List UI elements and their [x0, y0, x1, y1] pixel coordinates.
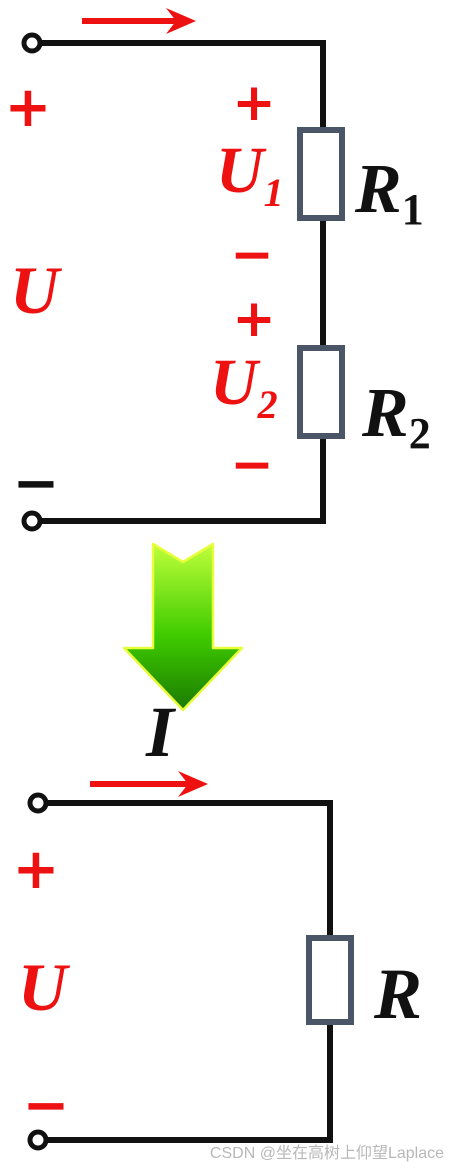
top-circuit: + − U + − U1 + − U2 R1 R2 — [5, 8, 431, 532]
resistor-r2 — [297, 345, 345, 439]
bottom-wire-top — [34, 436, 326, 524]
top-total-plus: + — [5, 75, 52, 140]
label-r1: R1 — [354, 151, 424, 234]
terminal-top-plus — [21, 32, 43, 54]
top-wire — [34, 40, 326, 130]
terminal-top-minus — [21, 510, 43, 532]
top-voltage-U: U — [10, 252, 63, 328]
resistor-r1 — [297, 127, 345, 221]
u2-minus: − — [230, 435, 274, 495]
label-r: R — [373, 954, 422, 1034]
current-arrow-top — [82, 8, 196, 34]
u1-minus: − — [230, 225, 274, 285]
u1-plus: + — [232, 73, 276, 133]
bottom-plus: + — [13, 837, 60, 902]
equivalence-arrow — [122, 542, 244, 712]
bottom-minus: − — [23, 1073, 70, 1138]
resistor-r — [306, 935, 354, 1025]
watermark: CSDN @坐在高树上仰望Laplace — [210, 1144, 444, 1162]
bottom-bottom-wire — [40, 1022, 333, 1143]
bottom-voltage-U: U — [18, 949, 71, 1025]
terminal-bottom-plus — [27, 792, 49, 814]
bottom-top-wire — [40, 800, 333, 938]
bottom-circuit: + U − R — [13, 771, 422, 1151]
label-r2: R2 — [361, 375, 431, 458]
terminal-bottom-minus — [27, 1129, 49, 1151]
label-u2: U2 — [210, 346, 278, 427]
top-total-minus: − — [13, 451, 60, 516]
u2-plus: + — [232, 289, 276, 349]
current-label-I: I — [145, 692, 177, 772]
label-u1: U1 — [216, 134, 284, 215]
current-arrow-bottom — [90, 771, 208, 797]
